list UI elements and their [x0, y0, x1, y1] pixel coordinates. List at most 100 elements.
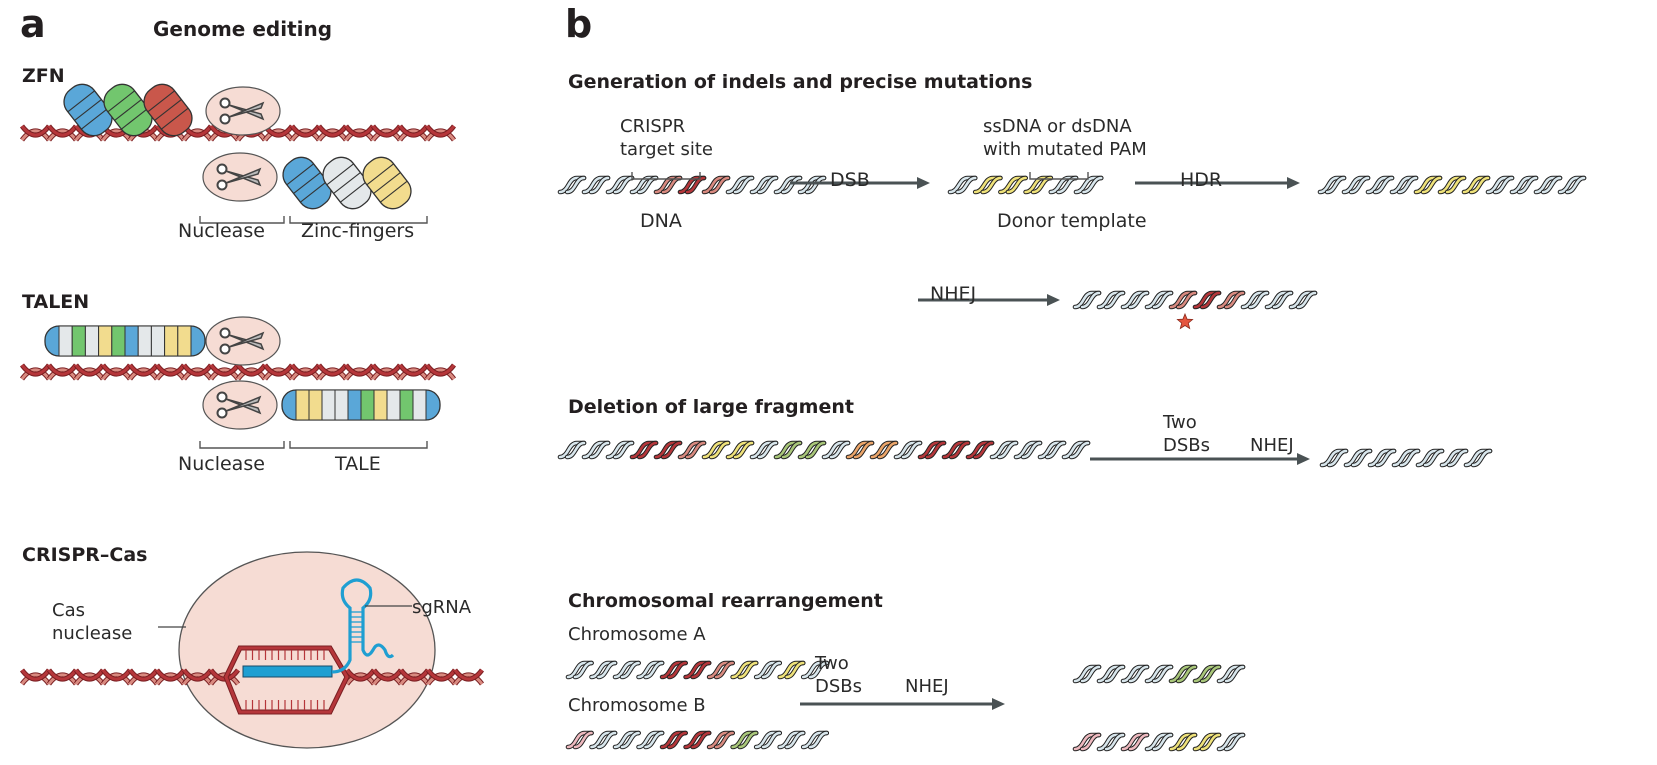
dna-strand — [808, 731, 829, 749]
scissors-handle — [216, 179, 228, 191]
dna-strand — [263, 129, 294, 141]
dna-strand — [1069, 441, 1090, 459]
dna-strand — [956, 176, 977, 194]
dna-strand — [942, 441, 970, 459]
dna-strand — [20, 368, 51, 380]
scissors-blade — [225, 395, 262, 412]
scissors-handle — [216, 407, 228, 419]
dna-strand — [1471, 449, 1492, 467]
finger-segment — [107, 90, 135, 113]
dna-strand — [805, 441, 826, 459]
finger-segment — [326, 163, 354, 186]
dna-strand — [558, 441, 586, 459]
dna-strand — [870, 441, 898, 459]
dna-strand — [1440, 449, 1468, 467]
dna-strand — [345, 669, 376, 681]
scissors-handle — [219, 327, 231, 339]
dna-strand — [1169, 665, 1197, 683]
dna-strand — [660, 661, 687, 679]
dna-strand — [1399, 449, 1420, 467]
dna-strand — [1080, 291, 1101, 309]
dna-strand — [1104, 291, 1125, 309]
dna-strand — [1104, 665, 1125, 683]
dna-strand — [644, 731, 664, 749]
finger-segment — [300, 180, 328, 203]
dna-strand — [678, 176, 706, 194]
dna-strand — [399, 669, 430, 681]
dna-label: DNA — [640, 210, 682, 232]
dna-strand — [999, 176, 1027, 194]
dna-strand — [20, 673, 51, 685]
dna-strand — [371, 368, 402, 380]
dna-strand — [20, 125, 51, 137]
dna-strand — [805, 176, 826, 194]
scissors-handle — [219, 113, 231, 125]
dna-strand — [1416, 449, 1444, 467]
tale-repeat — [321, 389, 336, 421]
dna-strand — [1145, 291, 1173, 309]
dna-strand — [344, 129, 375, 141]
dna-strand — [709, 176, 730, 194]
nhej-indel-arrow — [918, 294, 1060, 306]
dna-strand — [589, 176, 610, 194]
dna-strand — [731, 661, 758, 679]
dna-strand — [1024, 176, 1053, 194]
finger-segment — [286, 163, 314, 186]
dna-strand — [155, 364, 186, 376]
tale-repeat — [295, 389, 310, 421]
cas-label-line2: nuclease — [52, 623, 133, 644]
dna-strand — [1097, 733, 1125, 751]
dna-strand — [582, 441, 610, 459]
dna-strand — [290, 125, 321, 137]
tale-repeat — [150, 325, 166, 357]
hdr-label: HDR — [1180, 169, 1223, 191]
zinc-finger-white — [322, 156, 372, 210]
dna-strand — [1373, 176, 1394, 194]
dna-strand — [654, 441, 682, 459]
dna-strand — [894, 441, 922, 459]
chromosome-b-helix — [565, 730, 830, 750]
dna-strand — [1349, 176, 1370, 194]
dna-strand — [709, 441, 730, 459]
rearrangement-arrow-nhej: NHEJ — [905, 676, 949, 697]
indels-heading: Generation of indels and precise mutatio… — [568, 71, 1033, 93]
dna-strand — [1176, 665, 1197, 683]
dna-strand — [1534, 176, 1562, 194]
dna-strand — [1045, 441, 1066, 459]
dna-strand — [1082, 176, 1103, 194]
dna-strand — [829, 441, 850, 459]
arrow-head — [1297, 453, 1310, 465]
tale-repeat — [399, 389, 414, 421]
tale-repeat — [98, 325, 113, 357]
dna-strand — [1014, 441, 1042, 459]
dna-strand — [613, 441, 634, 459]
dna-strand — [1486, 176, 1514, 194]
dna-strand — [1217, 665, 1245, 683]
deletion-heading: Deletion of large fragment — [568, 396, 854, 418]
dna-strand — [1558, 176, 1586, 194]
dna-strand — [1152, 291, 1173, 309]
dna-strand — [1421, 176, 1442, 194]
dna-strand — [1366, 176, 1394, 194]
dna-strand — [558, 176, 586, 194]
dna-strand — [1423, 449, 1444, 467]
chromosome-b-label: Chromosome B — [568, 695, 706, 716]
target-dna-helix — [557, 175, 827, 195]
scissors-blade — [225, 167, 262, 184]
dna-strand — [606, 176, 634, 194]
donor-template-helix — [947, 175, 1104, 195]
dna-strand — [778, 661, 805, 679]
dna-strand — [47, 669, 78, 681]
hdr-arrow — [1135, 177, 1300, 189]
dna-strand — [707, 731, 734, 749]
dna-strand — [20, 129, 51, 141]
dna-strand — [702, 441, 730, 459]
scissors-blade — [228, 331, 265, 348]
zinc-finger-blue — [63, 83, 113, 137]
dna-strand — [1074, 176, 1103, 194]
dna-strand — [997, 441, 1018, 459]
dna-strand — [1006, 176, 1027, 194]
dna-strand — [785, 731, 805, 749]
dna-strand — [750, 176, 778, 194]
